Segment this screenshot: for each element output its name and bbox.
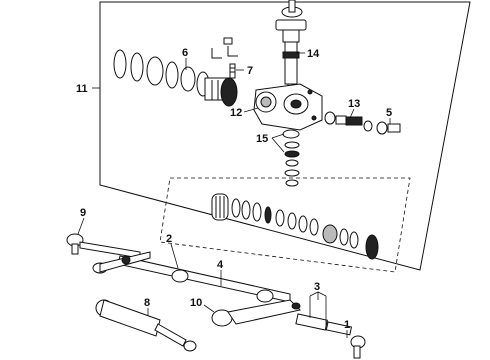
callout-1: 1 <box>344 319 350 331</box>
callout-13: 13 <box>348 98 360 110</box>
steering-damper <box>95 299 197 352</box>
callout-6: 6 <box>182 47 188 59</box>
gear-housing <box>253 83 323 131</box>
seal-kit-parts <box>211 193 379 260</box>
callout-4: 4 <box>217 259 224 271</box>
callout-10: 10 <box>190 297 202 309</box>
idler-arm <box>211 299 302 327</box>
gear-assembly-frame <box>99 1 471 271</box>
callout-5: 5 <box>386 107 392 119</box>
leader-lines <box>77 52 391 338</box>
callout-12: 12 <box>230 107 242 119</box>
rack-piston <box>196 71 238 107</box>
callout-15: 15 <box>256 133 268 145</box>
callout-8: 8 <box>144 297 150 309</box>
input-shaft-valve <box>275 0 307 97</box>
callout-7: 7 <box>247 65 253 77</box>
callout-11: 11 <box>76 83 88 95</box>
callout-2: 2 <box>166 233 172 245</box>
piston-ring-stack <box>113 49 196 92</box>
center-link <box>117 255 291 303</box>
callout-9: 9 <box>80 207 86 219</box>
right-tie-rod-assembly <box>295 313 366 359</box>
sector-shaft-bearings <box>282 129 300 187</box>
callout-14: 14 <box>307 48 320 60</box>
retaining-clips <box>211 37 238 79</box>
left-tie-rod-end <box>66 233 151 274</box>
callout-3: 3 <box>314 281 320 293</box>
adjuster-and-seals <box>324 111 401 135</box>
